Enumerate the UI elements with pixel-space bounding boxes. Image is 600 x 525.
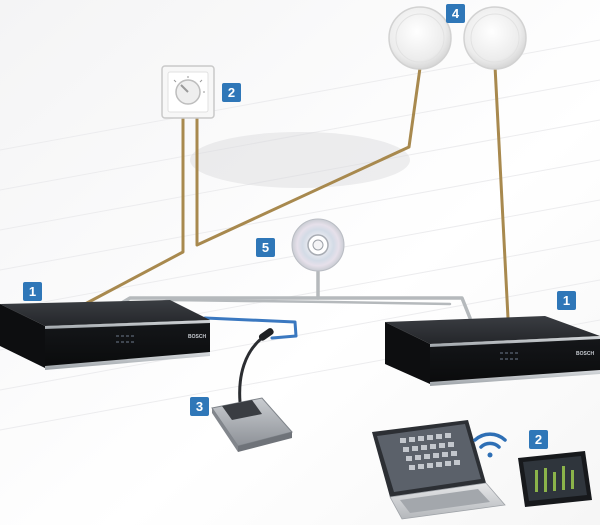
microphone-icon (211, 328, 293, 452)
network-cable-b (316, 296, 472, 320)
badge-volume-control: 2 (222, 83, 241, 102)
speaker-cable-a (83, 114, 185, 306)
ceiling-speaker-left (388, 6, 452, 70)
disc-icon (291, 218, 345, 272)
badge-media-disc: 5 (256, 238, 275, 257)
volume-knob-icon (161, 65, 215, 119)
laptop-icon (372, 420, 506, 520)
ceiling-speaker-right (463, 6, 527, 70)
speaker-cable-b (195, 66, 422, 247)
badge-control-devices: 2 (529, 430, 548, 449)
brand-label-left: BOSCH (188, 334, 206, 340)
amplifier-right: BOSCH (385, 316, 600, 386)
brand-label-right: BOSCH (576, 351, 594, 357)
badge-amplifier-left: 1 (23, 282, 42, 301)
tablet-icon (518, 451, 592, 507)
badge-call-station: 3 (190, 397, 209, 416)
badge-amplifier-right: 1 (557, 291, 576, 310)
mic-cable (203, 316, 298, 340)
speaker-cables (83, 64, 510, 320)
amplifier-left: BOSCH (0, 300, 210, 370)
speaker-cable-c (493, 64, 510, 320)
badge-ceiling-speakers: 4 (446, 4, 465, 23)
background-lines (0, 39, 600, 431)
wifi-icon (473, 432, 507, 458)
network-cable-a (118, 270, 320, 306)
shadow-blur (190, 132, 410, 188)
